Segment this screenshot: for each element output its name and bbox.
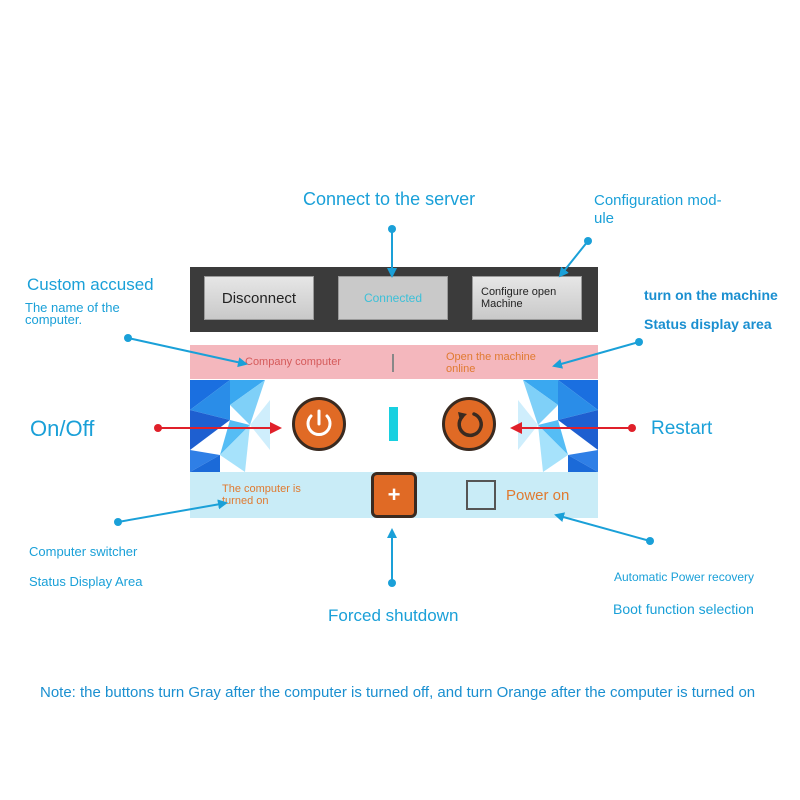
arrow-config-module — [558, 237, 592, 278]
triangle-pattern-right — [518, 380, 598, 472]
label-turn-on-machine: turn on the machine — [644, 287, 778, 303]
label-connect-server: Connect to the server — [303, 189, 476, 209]
arrow-status-display-top — [552, 338, 643, 369]
power-button[interactable] — [292, 397, 346, 451]
power-on-label: Power on — [506, 487, 570, 504]
machine-state-text: Open the machine online — [446, 351, 536, 375]
arrow-computer-switcher — [114, 499, 228, 526]
label-boot-function-selection: Boot function selection — [613, 601, 754, 617]
power-control-area — [190, 380, 598, 472]
label-computer-switcher: Computer switcher — [29, 544, 138, 559]
restart-button[interactable] — [442, 397, 496, 451]
arrow-connect-server — [387, 225, 397, 278]
arrow-restart — [510, 422, 636, 434]
label-custom-accused: Custom accused — [27, 275, 154, 294]
arrow-on-off — [154, 422, 282, 434]
computer-name-text: Company computer — [245, 356, 341, 368]
power-on-checkbox[interactable] — [466, 480, 496, 510]
label-status-display-area-bottom: Status Display Area — [29, 574, 143, 589]
label-forced-shutdown: Forced shutdown — [328, 606, 459, 625]
note-text: Note: the buttons turn Gray after the co… — [40, 684, 756, 701]
label-config-module: Configuration mod- ule — [594, 192, 722, 227]
arrow-forced-shutdown — [387, 528, 397, 587]
status-indicator-bar — [389, 407, 398, 441]
status-display-bar: Company computer Open the machine online — [190, 345, 598, 379]
arrow-computer-name — [124, 334, 248, 368]
restart-icon — [457, 412, 483, 437]
power-icon — [306, 409, 332, 436]
label-restart: Restart — [651, 418, 713, 439]
configure-machine-button[interactable]: Configure open Machine — [472, 276, 582, 320]
label-on-off: On/Off — [30, 416, 95, 441]
forced-shutdown-button[interactable]: + — [371, 472, 417, 518]
label-auto-power-recovery: Automatic Power recovery — [614, 570, 755, 584]
label-status-display-area-top: Status display area — [644, 316, 772, 332]
disconnect-button[interactable]: Disconnect — [204, 276, 314, 320]
connected-button[interactable]: Connected — [338, 276, 448, 320]
arrow-power-recovery — [554, 512, 654, 545]
computer-state-text: The computer is turned on — [222, 483, 301, 507]
status-divider — [392, 354, 394, 372]
computer-switcher-bar: The computer is turned on + Power on — [190, 472, 598, 518]
label-computer-name: The name of the computer. — [25, 300, 120, 327]
